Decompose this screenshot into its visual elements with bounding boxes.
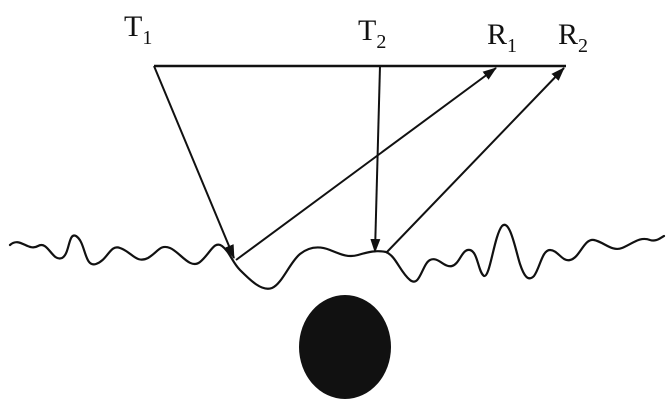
incident-ray-t1 <box>153 65 235 259</box>
incident-ray-t2 <box>370 65 381 253</box>
label-t1-sub: 1 <box>142 27 153 49</box>
receiver-r1-label: R1 <box>487 18 518 57</box>
buried-target <box>299 295 391 399</box>
label-t2-main: T <box>358 14 377 47</box>
label-r1-sub: 1 <box>507 35 518 57</box>
transmitter-t1-label: T1 <box>124 10 153 49</box>
receiver-r2-label: R2 <box>558 18 589 57</box>
reflected-ray-r1 <box>235 67 497 261</box>
label-t1-main: T <box>124 10 143 43</box>
label-r2-sub: 2 <box>578 35 589 57</box>
reflected-ray-r2 <box>385 67 565 254</box>
label-r1-main: R <box>487 18 508 51</box>
label-r2-main: R <box>558 18 579 51</box>
rough-ground-surface <box>8 223 666 290</box>
label-t2-sub: 2 <box>376 31 387 53</box>
transmitter-t2-label: T2 <box>358 14 387 53</box>
